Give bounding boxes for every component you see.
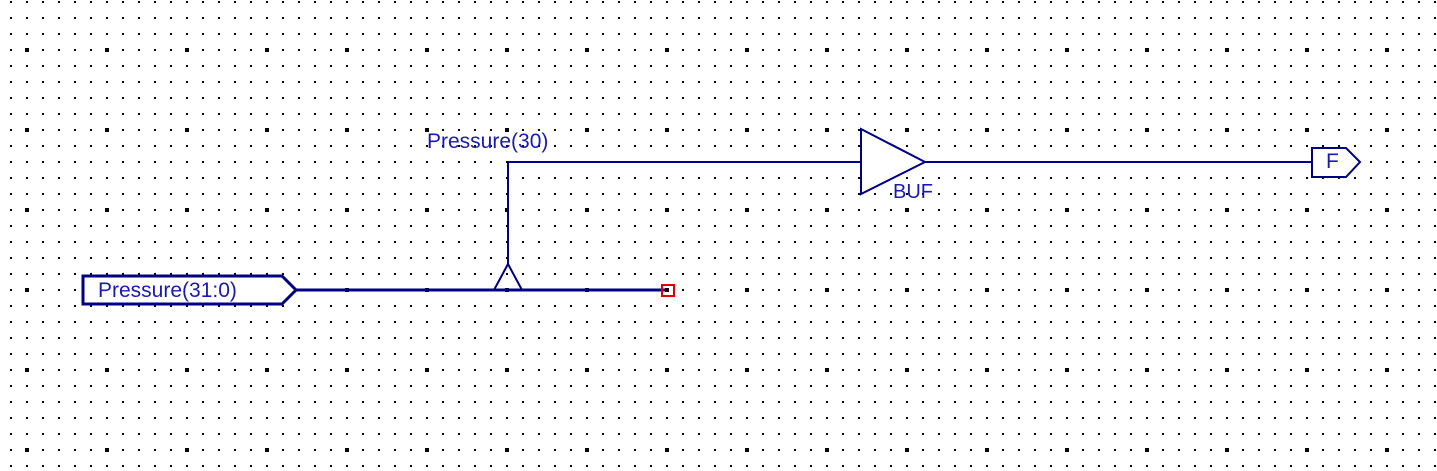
bus-tap[interactable] (493, 261, 523, 291)
input-port-pressure-bus[interactable] (81, 274, 299, 306)
net-label[interactable]: Pressure(30) (427, 130, 549, 153)
unconnected-marker[interactable] (661, 284, 675, 297)
output-port-f[interactable] (1311, 147, 1362, 178)
output-port-label: F (1326, 150, 1339, 173)
buffer-label: BUF (893, 181, 933, 203)
input-port-label: Pressure(31:0) (98, 279, 237, 302)
buffer-gate[interactable] (860, 127, 928, 196)
